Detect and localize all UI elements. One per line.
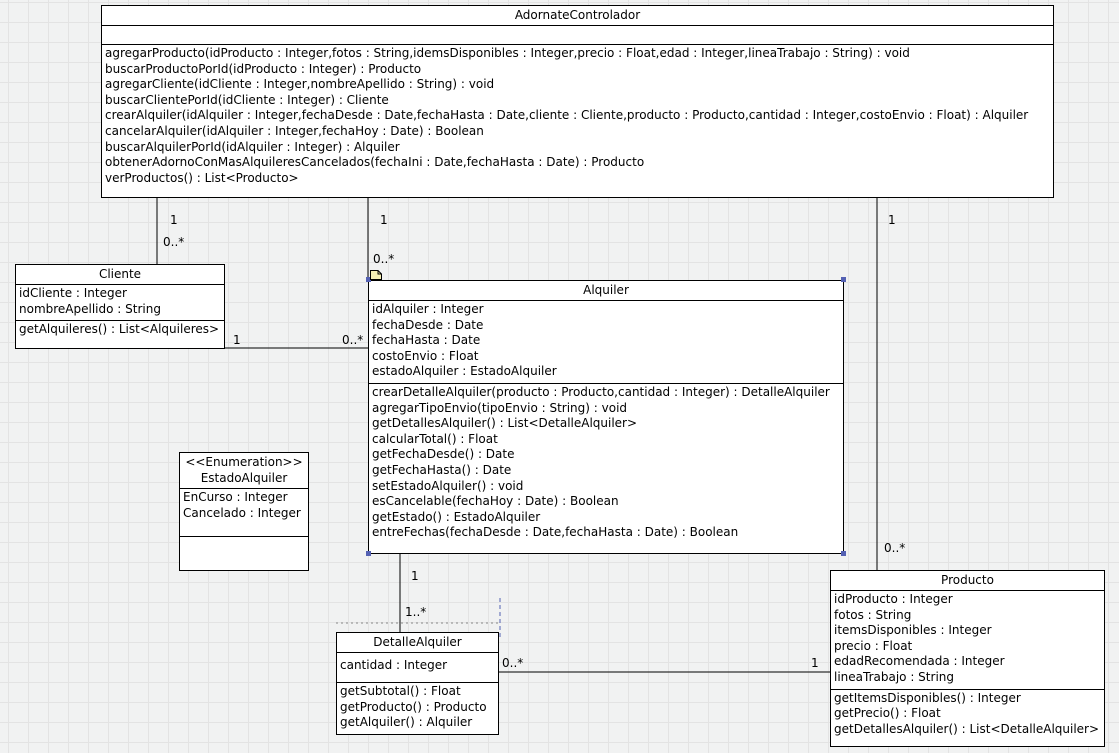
class-name-label: Alquiler bbox=[583, 283, 629, 297]
operation[interactable]: crearAlquiler(idAlquiler : Integer,fecha… bbox=[105, 108, 1029, 123]
multiplicity-cliente-alquiler-source: 1 bbox=[233, 333, 241, 347]
class-name: Cliente bbox=[16, 265, 224, 285]
operation[interactable]: getFechaDesde() : Date bbox=[372, 447, 515, 462]
operation[interactable]: cancelarAlquiler(idAlquiler : Integer,fe… bbox=[105, 123, 484, 138]
operation[interactable]: agregarProducto(idProducto : Integer,fot… bbox=[105, 46, 910, 60]
operation[interactable]: getItemsDisponibles() : Integer bbox=[834, 690, 1021, 705]
class-detalle-alquiler[interactable]: DetalleAlquiler cantidad : Integer getSu… bbox=[336, 632, 499, 735]
attribute[interactable]: estadoAlquiler : EstadoAlquiler bbox=[372, 364, 557, 379]
multiplicity-cliente-alquiler-target: 0..* bbox=[342, 333, 364, 347]
attributes-compartment: idProducto : Integer fotos : String item… bbox=[831, 591, 1104, 690]
attribute[interactable]: edadRecomendada : Integer bbox=[834, 654, 1005, 669]
operations-compartment: crearDetalleAlquiler(producto : Producto… bbox=[369, 384, 843, 544]
attribute[interactable]: itemsDisponibles : Integer bbox=[834, 623, 992, 638]
selection-handle[interactable] bbox=[366, 551, 371, 556]
attribute[interactable]: lineaTrabajo : String bbox=[834, 669, 954, 684]
operation[interactable]: getFechaHasta() : Date bbox=[372, 462, 512, 477]
multiplicity-alquiler-detalle-source: 1 bbox=[411, 569, 419, 583]
enumeration-estado-alquiler[interactable]: <<Enumeration>> EstadoAlquiler EnCurso :… bbox=[179, 452, 309, 571]
operation[interactable]: buscarProductoPorId(idProducto : Integer… bbox=[105, 61, 422, 76]
attribute[interactable]: fechaHasta : Date bbox=[372, 333, 481, 348]
operation[interactable]: agregarTipoEnvio(tipoEnvio : String) : v… bbox=[372, 400, 628, 415]
operation[interactable]: getPrecio() : Float bbox=[834, 706, 941, 721]
class-adornate-controlador[interactable]: AdornateControlador agregarProducto(idPr… bbox=[101, 5, 1054, 198]
operation[interactable]: entreFechas(fechaDesde : Date,fechaHasta… bbox=[372, 525, 739, 540]
note-icon[interactable] bbox=[370, 270, 382, 280]
multiplicity-detalle-producto-target: 1 bbox=[811, 656, 819, 670]
operation[interactable]: agregarCliente(idCliente : Integer,nombr… bbox=[105, 77, 495, 92]
operation[interactable]: getEstado() : EstadoAlquiler bbox=[372, 509, 541, 524]
attribute[interactable]: nombreApellido : String bbox=[19, 301, 161, 316]
attribute[interactable]: idProducto : Integer bbox=[834, 592, 953, 606]
literals-compartment: EnCurso : Integer Cancelado : Integer bbox=[180, 489, 308, 537]
enum-literal[interactable]: Cancelado : Integer bbox=[183, 505, 301, 520]
operation[interactable]: getSubtotal() : Float bbox=[340, 684, 461, 698]
operation[interactable]: getAlquileres() : List<Alquileres> bbox=[19, 322, 220, 337]
class-name: <<Enumeration>> EstadoAlquiler bbox=[180, 453, 308, 489]
attribute[interactable]: costoEnvio : Float bbox=[372, 348, 479, 363]
class-name: AdornateControlador bbox=[102, 6, 1053, 26]
operation[interactable]: getDetallesAlquiler() : List<DetalleAlqu… bbox=[372, 416, 638, 431]
attribute[interactable]: idAlquiler : Integer bbox=[372, 302, 484, 316]
multiplicity-controlador-producto-target: 0..* bbox=[884, 541, 906, 555]
attribute[interactable]: cantidad : Integer bbox=[340, 658, 448, 672]
multiplicity-controlador-cliente-target: 0..* bbox=[163, 235, 185, 249]
operation[interactable]: getDetallesAlquiler() : List<DetalleAlqu… bbox=[834, 721, 1100, 736]
multiplicity-alquiler-detalle-target: 1..* bbox=[405, 605, 427, 619]
attribute[interactable]: fechaDesde : Date bbox=[372, 317, 484, 332]
class-name-label: Producto bbox=[941, 573, 994, 587]
operations-compartment: getSubtotal() : Float getProducto() : Pr… bbox=[337, 683, 498, 734]
operations-compartment bbox=[180, 537, 308, 541]
class-cliente[interactable]: Cliente idCliente : Integer nombreApelli… bbox=[15, 264, 225, 349]
multiplicity-detalle-producto-source: 0..* bbox=[502, 656, 524, 670]
class-name: DetalleAlquiler bbox=[337, 633, 498, 653]
multiplicity-controlador-cliente-source: 1 bbox=[170, 213, 178, 227]
class-name-label: Cliente bbox=[98, 267, 142, 281]
attribute[interactable]: idCliente : Integer bbox=[19, 286, 127, 300]
operation[interactable]: crearDetalleAlquiler(producto : Producto… bbox=[372, 384, 830, 399]
operation[interactable]: getAlquiler() : Alquiler bbox=[340, 715, 473, 730]
multiplicity-controlador-alquiler-target: 0..* bbox=[373, 252, 395, 266]
operation[interactable]: buscarAlquilerPorId(idAlquiler : Integer… bbox=[105, 139, 400, 154]
operation[interactable]: buscarClientePorId(idCliente : Integer) … bbox=[105, 92, 389, 107]
class-name: Producto bbox=[831, 571, 1104, 591]
attribute[interactable]: precio : Float bbox=[834, 638, 913, 653]
class-name: Alquiler bbox=[369, 281, 843, 301]
operation[interactable]: obtenerAdornoConMasAlquileresCancelados(… bbox=[105, 155, 645, 170]
class-producto[interactable]: Producto idProducto : Integer fotos : St… bbox=[830, 570, 1105, 747]
attributes-compartment: idCliente : Integer nombreApellido : Str… bbox=[16, 285, 224, 322]
class-name-label: EstadoAlquiler bbox=[200, 471, 288, 485]
stereotype-label: <<Enumeration>> bbox=[185, 455, 303, 469]
operations-compartment: agregarProducto(idProducto : Integer,fot… bbox=[102, 45, 1053, 189]
attributes-compartment bbox=[102, 26, 1053, 45]
operation[interactable]: esCancelable(fechaHoy : Date) : Boolean bbox=[372, 494, 619, 509]
attributes-compartment: idAlquiler : Integer fechaDesde : Date f… bbox=[369, 301, 843, 384]
operation[interactable]: getProducto() : Producto bbox=[340, 699, 487, 714]
attributes-compartment: cantidad : Integer bbox=[337, 653, 498, 683]
class-alquiler[interactable]: Alquiler idAlquiler : Integer fechaDesde… bbox=[368, 280, 844, 554]
operation[interactable]: calcularTotal() : Float bbox=[372, 431, 498, 446]
selection-handle[interactable] bbox=[841, 277, 846, 282]
operations-compartment: getItemsDisponibles() : Integer getPreci… bbox=[831, 690, 1104, 741]
operation[interactable]: verProductos() : List<Producto> bbox=[105, 170, 299, 185]
operations-compartment: getAlquileres() : List<Alquileres> bbox=[16, 321, 224, 341]
multiplicity-controlador-producto-source: 1 bbox=[888, 213, 896, 227]
selection-handle[interactable] bbox=[841, 551, 846, 556]
multiplicity-controlador-alquiler-source: 1 bbox=[380, 213, 388, 227]
attribute[interactable]: fotos : String bbox=[834, 607, 912, 622]
class-name-label: DetalleAlquiler bbox=[373, 635, 462, 649]
class-name-label: AdornateControlador bbox=[514, 8, 641, 22]
operation[interactable]: setEstadoAlquiler() : void bbox=[372, 478, 524, 493]
enum-literal[interactable]: EnCurso : Integer bbox=[183, 490, 288, 504]
selection-handle[interactable] bbox=[366, 277, 371, 282]
